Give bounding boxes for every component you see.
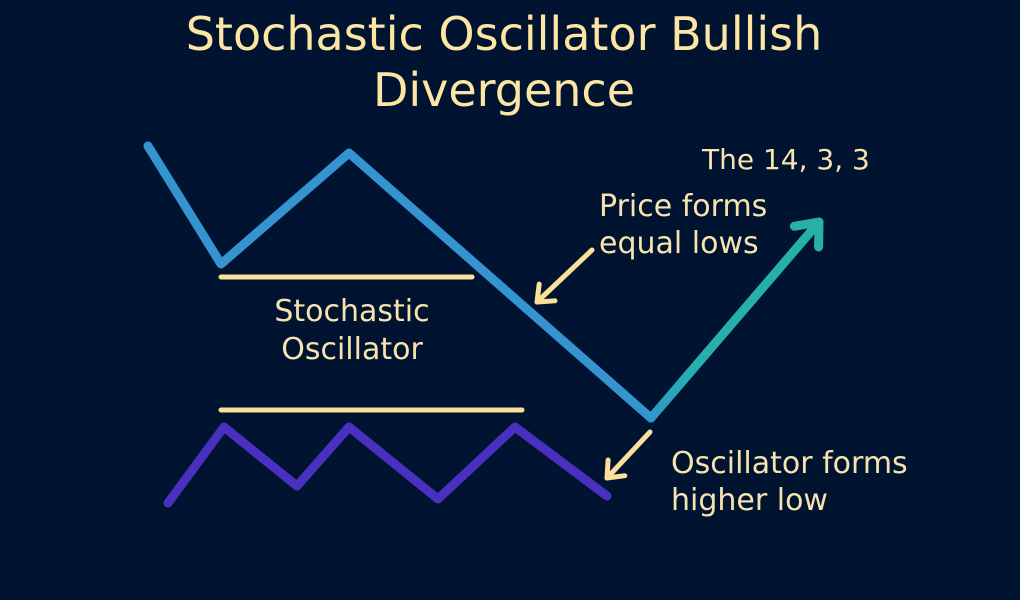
price-annotation-line-2: equal lows	[599, 226, 759, 261]
price-pointer-arrow-icon	[534, 247, 595, 305]
title-line-2: Divergence	[372, 63, 636, 117]
stochastic-label-line-2: Oscillator	[281, 332, 423, 367]
oscillator-pointer-arrow-icon	[604, 429, 653, 481]
title-line-1: Stochastic Oscillator Bullish	[185, 7, 823, 61]
oscillator-line	[163, 422, 612, 508]
stochastic-label-line-1: Stochastic	[274, 294, 430, 329]
rising-arrow-icon	[646, 217, 824, 423]
settings-label: The 14, 3, 3	[702, 143, 870, 176]
oscillator-annotation-line-2: higher low	[671, 483, 828, 518]
oscillator-annotation-line-1: Oscillator forms	[671, 446, 908, 481]
price-line	[143, 141, 656, 423]
price-annotation-line-1: Price forms	[599, 189, 768, 224]
